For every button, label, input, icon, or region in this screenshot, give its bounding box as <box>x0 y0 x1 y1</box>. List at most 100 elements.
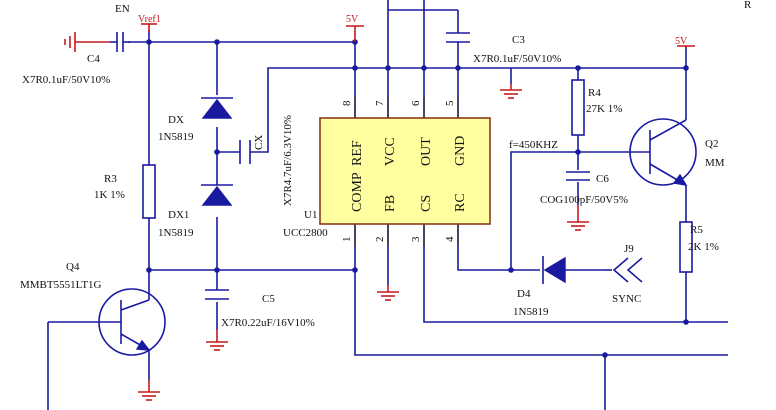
r3-value: 1K 1% <box>94 189 125 201</box>
freq-label: f=450KHZ <box>509 139 558 151</box>
junction-dot <box>508 267 514 273</box>
q2-transistor-icon <box>629 118 697 186</box>
labels: EN Vref1 5V 5V R C4 X7R0.1uF/50V10% C3 X… <box>20 0 752 329</box>
edge-label: R <box>744 0 752 11</box>
c6-ref: C6 <box>596 173 609 185</box>
c3-ref: C3 <box>512 34 525 46</box>
ground-c6-icon <box>567 205 589 231</box>
ground-c3-icon <box>500 84 522 99</box>
c3-value: X7R0.1uF/50V10% <box>473 53 561 65</box>
u1-pin-comp-label: COMP <box>350 172 365 212</box>
junction-dots <box>146 39 689 358</box>
u1-pin-gnd-label: GND <box>453 136 468 166</box>
c4-value: X7R0.1uF/50V10% <box>22 74 110 86</box>
j9-connector-icon <box>605 257 643 283</box>
r3-ref: R3 <box>104 173 117 185</box>
junction-dot <box>421 65 427 71</box>
junction-dot <box>683 319 689 325</box>
dx1-part: 1N5819 <box>158 227 194 239</box>
c4-ref: C4 <box>87 53 100 65</box>
u1-pin2-num: 2 <box>374 237 386 243</box>
net-en-label: EN <box>115 3 130 15</box>
cx-ref: CX <box>253 135 265 150</box>
junction-dot <box>352 267 358 273</box>
r3-resistor-icon <box>142 164 156 219</box>
q4-transistor-icon <box>98 288 166 356</box>
q2-ref: Q2 <box>705 138 718 150</box>
wire-pin3 <box>423 224 728 323</box>
cx-capacitor-icon <box>239 140 251 164</box>
junction-dot <box>575 149 581 155</box>
dx-ref: DX <box>168 114 184 126</box>
u1-pin-rc-label: RC <box>453 193 468 212</box>
r5-value: 2K 1% <box>688 241 719 253</box>
junction-dot <box>385 65 391 71</box>
ground-c4-icon <box>64 32 110 52</box>
r5-resistor-icon <box>679 221 693 273</box>
dx-diode-icon <box>201 97 233 119</box>
junction-dot <box>683 65 689 71</box>
u1-pin-vcc-label: VCC <box>383 137 398 166</box>
q4-ref: Q4 <box>66 261 80 273</box>
u1-body <box>319 117 491 225</box>
u1-pin6-num: 6 <box>410 100 422 106</box>
junction-dot <box>602 352 608 358</box>
j9-net: SYNC <box>612 293 641 305</box>
junction-dot <box>214 39 220 45</box>
ground-u1-icon <box>377 285 399 301</box>
dx-part: 1N5819 <box>158 131 194 143</box>
junction-dot <box>146 267 152 273</box>
c6-value: COG100pF/50V5% <box>540 194 628 206</box>
c5-capacitor-icon <box>205 289 229 300</box>
wire-pin4 <box>457 224 540 271</box>
u1-pin-out-label: OUT <box>419 137 434 166</box>
junction-dot <box>352 65 358 71</box>
u1-pin4-num: 4 <box>444 236 456 242</box>
d4-ref: D4 <box>517 288 531 300</box>
vref-net-icon <box>141 23 157 32</box>
dx1-diode-icon <box>201 184 233 206</box>
u1-part: UCC2800 <box>283 227 328 239</box>
u1-pin-cs-label: CS <box>419 195 434 212</box>
power-5v-right-icon <box>677 45 695 48</box>
u1-ic <box>319 97 491 246</box>
net-5v-right-label: 5V <box>675 36 688 47</box>
junction-dot <box>214 149 220 155</box>
d4-diode-icon <box>542 256 566 284</box>
r4-value: 27K 1% <box>586 103 622 115</box>
net-5v-label: 5V <box>346 14 359 25</box>
u1-ref: U1 <box>304 209 317 221</box>
u1-pin8-num: 8 <box>341 100 353 106</box>
junction-dot <box>455 65 461 71</box>
dx1-ref: DX1 <box>168 209 189 221</box>
c6-capacitor-icon <box>566 171 590 181</box>
d4-part: 1N5819 <box>513 306 549 318</box>
wire-cx-right <box>250 67 355 153</box>
c3-capacitor-icon <box>446 30 470 48</box>
junction-dot <box>146 39 152 45</box>
c5-value: X7R0.22uF/16V10% <box>221 317 315 329</box>
u1-pin7-num: 7 <box>374 100 386 106</box>
j9-ref: J9 <box>624 243 634 255</box>
c5-ref: C5 <box>262 293 275 305</box>
q2-part: MM <box>705 157 725 169</box>
r4-resistor-icon <box>571 79 585 136</box>
u1-pin-fb-label: FB <box>383 195 398 212</box>
net-vref-label: Vref1 <box>138 14 161 25</box>
wire-rc-node <box>510 151 578 270</box>
junction-dot <box>575 65 581 71</box>
q4-part: MMBT5551LT1G <box>20 279 102 291</box>
junction-dot <box>214 267 220 273</box>
cx-value: X7R4.7uF/6.3V10% <box>282 115 294 206</box>
r4-ref: R4 <box>588 87 601 99</box>
u1-pin5-num: 5 <box>444 100 456 106</box>
c4-capacitor-icon <box>110 32 130 52</box>
power-5v-top-icon <box>346 25 364 42</box>
u1-pin-ref-label: REF <box>350 140 365 166</box>
u1-pin1-num: 1 <box>341 237 353 243</box>
ground-q4-icon <box>138 380 160 401</box>
u1-pin3-num: 3 <box>410 236 422 242</box>
ground-c5-icon <box>206 330 228 351</box>
